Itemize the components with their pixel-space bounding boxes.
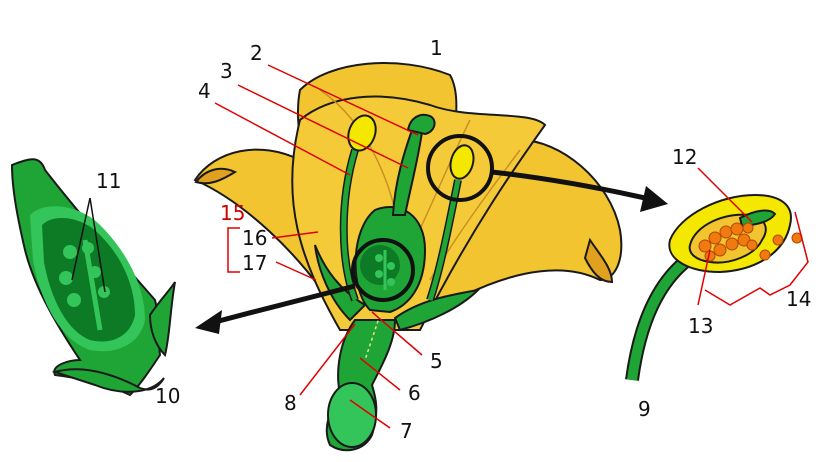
- pollen-grains: [698, 222, 803, 262]
- ovary-detail-base: [51, 368, 165, 393]
- label-2: 2: [250, 41, 263, 65]
- label-11: 11: [96, 169, 121, 193]
- label-8: 8: [284, 391, 297, 415]
- label-10: 10: [155, 384, 180, 408]
- ovary-detail: [10, 158, 176, 397]
- ovary-detail-sepal: [148, 281, 176, 357]
- receptacle-dash: [364, 314, 381, 361]
- leader-lines: [71, 64, 809, 429]
- petal-left-lip: [194, 167, 238, 185]
- leader-11b: [89, 197, 106, 293]
- bracket-15: [227, 227, 240, 273]
- label-3: 3: [220, 59, 233, 83]
- ovules: [59, 239, 110, 331]
- label-16: 16: [242, 226, 267, 250]
- leader-5: [371, 311, 423, 356]
- anther-right: [449, 144, 475, 180]
- leader-17: [275, 261, 317, 281]
- anther-detail: [625, 193, 803, 381]
- leader-16: [271, 231, 319, 239]
- label-7: 7: [400, 419, 413, 443]
- leader-4: [214, 102, 351, 176]
- label-5: 5: [430, 349, 443, 373]
- stigma: [406, 113, 436, 136]
- anther-detail-filament: [625, 252, 695, 381]
- arrow-to-ovary-detail: [195, 283, 356, 334]
- leader-13: [697, 249, 711, 306]
- leader-8: [299, 323, 356, 396]
- leader-2: [267, 64, 419, 136]
- anther-magnifier-circle: [426, 134, 494, 202]
- bracket-14: [704, 211, 809, 306]
- labels: 1 2 3 4 15 16 17 5 6 7 8 9 10 11 12 13 1…: [96, 36, 811, 443]
- petal-right-lip: [583, 237, 614, 284]
- ovary-magnifier-circle: [351, 238, 415, 302]
- flower: [193, 62, 623, 452]
- label-9: 9: [638, 397, 651, 421]
- leader-3: [237, 84, 409, 169]
- label-4: 4: [198, 79, 211, 103]
- leader-6: [359, 357, 401, 391]
- label-12: 12: [672, 145, 697, 169]
- leader-7: [349, 399, 391, 429]
- label-1: 1: [430, 36, 443, 60]
- leader-11a: [71, 197, 91, 281]
- ovule-cluster: [360, 245, 400, 290]
- label-14: 14: [786, 287, 811, 311]
- label-13: 13: [688, 314, 713, 338]
- label-6: 6: [408, 381, 421, 405]
- receptacle-bulge: [327, 382, 377, 448]
- label-17: 17: [242, 251, 267, 275]
- arrow-to-anther-detail: [491, 169, 668, 212]
- anther-detail-filament-fill: [627, 253, 694, 381]
- label-15: 15: [220, 201, 245, 225]
- filament-right-fill: [427, 179, 461, 301]
- leader-12: [697, 167, 753, 223]
- sepal-right: [393, 288, 481, 332]
